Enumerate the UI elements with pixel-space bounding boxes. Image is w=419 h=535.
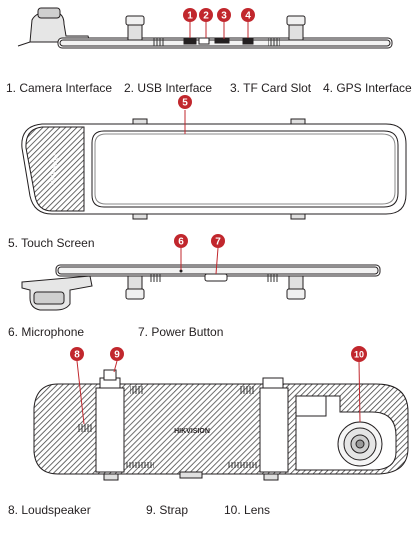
caption-power-button: 7. Power Button	[138, 325, 224, 339]
callout-number-8: 8	[74, 350, 80, 361]
callout-4: 4	[241, 8, 255, 22]
caption-loudspeaker: 8. Loudspeaker	[8, 503, 91, 517]
leader-lines	[76, 22, 361, 425]
callout-1: 1	[183, 8, 197, 22]
callout-number-6: 6	[178, 237, 184, 248]
caption-usb-interface: 2. USB Interface	[124, 81, 213, 95]
callout-number-10: 10	[354, 350, 364, 360]
callout-2: 2	[199, 8, 213, 22]
leader-line-9	[113, 360, 118, 373]
callout-6: 6	[174, 234, 188, 248]
brand-marking-front: HIKVISION	[49, 154, 60, 185]
callout-number-4: 4	[245, 11, 251, 22]
callout-8: 8	[70, 347, 84, 361]
leader-line-7	[215, 247, 219, 275]
callout-number-9: 9	[114, 350, 120, 361]
callout-number-3: 3	[221, 11, 227, 22]
caption-gps-interface: 4. GPS Interface	[323, 81, 412, 95]
caption-lens: 10. Lens	[224, 503, 271, 517]
caption-touch-screen: 5. Touch Screen	[8, 236, 95, 250]
caption-strap: 9. Strap	[146, 503, 189, 517]
back-view	[33, 369, 409, 481]
leader-line-8	[76, 360, 85, 425]
front-view	[21, 118, 407, 220]
callout-3: 3	[217, 8, 231, 22]
callout-number-5: 5	[182, 98, 188, 109]
caption-microphone: 6. Microphone	[8, 325, 85, 339]
callout-number-2: 2	[203, 11, 209, 22]
bottom-view	[21, 264, 381, 311]
leader-line-10	[358, 360, 361, 423]
brand-marking-back: HIKVISION	[174, 428, 210, 435]
caption-tf-card-slot: 3. TF Card Slot	[230, 81, 312, 95]
callouts: 1 2 3 4 5 6 7 8	[70, 8, 367, 362]
callout-5: 5	[178, 95, 192, 109]
callout-number-1: 1	[187, 11, 193, 22]
callout-9: 9	[110, 347, 124, 361]
callout-7: 7	[211, 234, 225, 248]
top-view	[17, 7, 393, 49]
caption-camera-interface: 1. Camera Interface	[6, 81, 113, 95]
callout-number-7: 7	[215, 237, 221, 248]
callout-10: 10	[351, 346, 367, 362]
